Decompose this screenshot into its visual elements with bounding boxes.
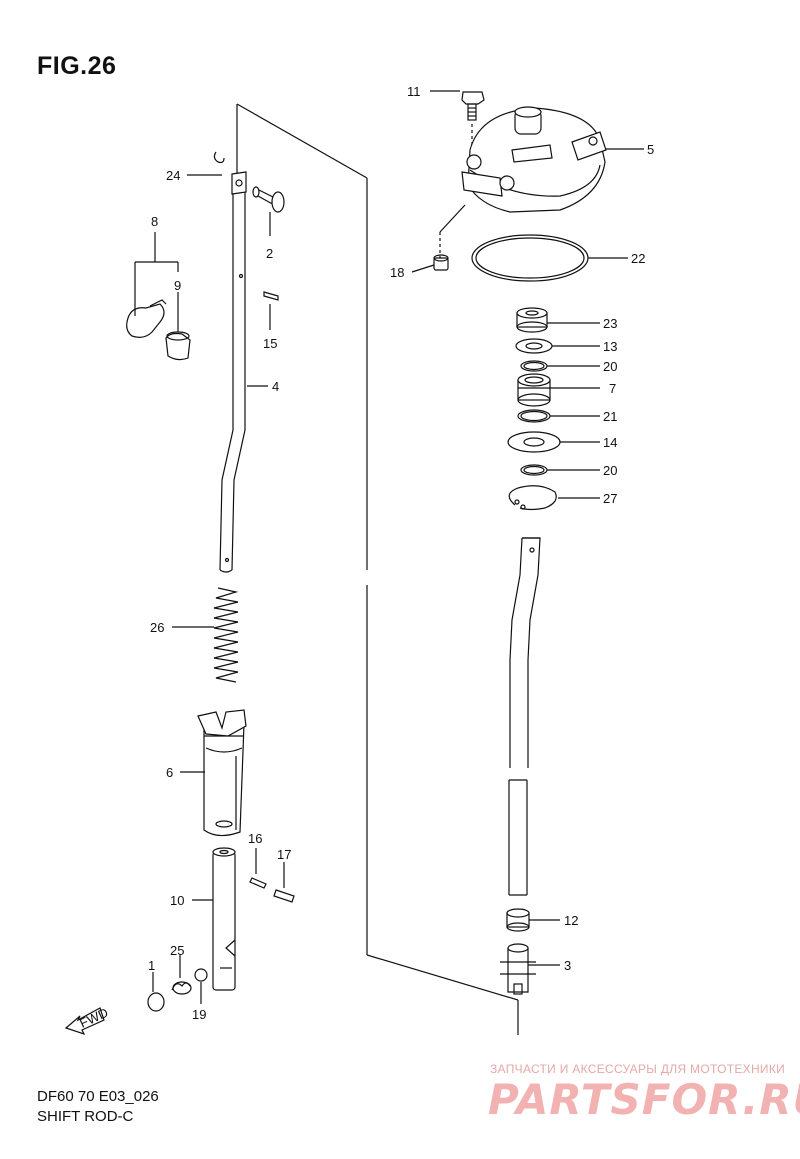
callout-5: 5	[647, 142, 654, 157]
bolt-18	[433, 232, 449, 271]
callout-11: 11	[407, 84, 421, 99]
pin-2	[252, 186, 285, 213]
pin-15	[263, 291, 279, 301]
o-ring-22	[471, 234, 589, 282]
shaft-10	[212, 847, 236, 991]
bolt-11	[461, 91, 485, 160]
callout-7: 7	[609, 381, 616, 396]
callout-25: 25	[170, 943, 184, 958]
pin-16	[249, 877, 267, 889]
shift-rod-4	[219, 171, 247, 573]
callout-2: 2	[266, 246, 273, 261]
callout-10: 10	[170, 893, 184, 908]
callout-20a: 20	[603, 359, 617, 374]
section-name: SHIFT ROD-C	[37, 1108, 134, 1125]
spring-25	[171, 981, 192, 995]
callout-15: 15	[263, 336, 277, 351]
cap-9	[165, 331, 191, 361]
callout-12: 12	[564, 913, 578, 928]
o-ring-20b	[520, 464, 548, 476]
callout-1: 1	[148, 958, 155, 973]
callout-14: 14	[603, 435, 617, 450]
ball-19	[194, 968, 208, 982]
callout-18: 18	[390, 265, 404, 280]
bushing-7	[517, 373, 551, 407]
plug-1	[147, 992, 165, 1012]
clip-24	[213, 151, 225, 164]
assembly-boundary	[236, 103, 519, 1035]
callout-3: 3	[564, 958, 571, 973]
callout-21: 21	[603, 409, 617, 424]
callout-4: 4	[272, 379, 279, 394]
collar-12	[506, 908, 530, 932]
leader-lines	[134, 90, 644, 1004]
pin-17	[273, 889, 295, 903]
callout-13: 13	[603, 339, 617, 354]
o-ring-20a	[520, 360, 548, 372]
callout-22: 22	[631, 251, 645, 266]
callout-24: 24	[166, 168, 180, 183]
callout-23: 23	[603, 316, 617, 331]
washer-14	[507, 431, 561, 453]
circlip-27	[508, 485, 557, 511]
callout-17: 17	[277, 847, 291, 862]
callout-26: 26	[150, 620, 164, 635]
callout-27: 27	[603, 491, 617, 506]
callout-19: 19	[192, 1007, 206, 1022]
sleeve-6	[197, 709, 247, 837]
o-ring-21	[517, 409, 551, 423]
joint-3	[500, 943, 536, 995]
watermark-tagline: ЗАПЧАСТИ И АКСЕССУАРЫ ДЛЯ МОТОТЕХНИКИ	[490, 1062, 786, 1076]
washer-13	[515, 338, 553, 354]
shift-rod-right	[508, 537, 541, 896]
callout-8: 8	[151, 214, 158, 229]
model-code: DF60 70 E03_026	[37, 1088, 159, 1105]
spring-26	[213, 587, 239, 683]
fwd-arrow-icon	[64, 1007, 105, 1036]
callout-9: 9	[174, 278, 181, 293]
watermark-brand: PARTSFOR.RU	[488, 1075, 800, 1124]
bushing-23	[516, 307, 548, 333]
shift-housing-5	[439, 106, 607, 233]
clamp-8	[126, 299, 167, 338]
callout-6: 6	[166, 765, 173, 780]
figure-title: FIG.26	[37, 52, 117, 80]
callout-20b: 20	[603, 463, 617, 478]
fwd-label: FWD	[77, 1005, 110, 1031]
callout-16: 16	[248, 831, 262, 846]
